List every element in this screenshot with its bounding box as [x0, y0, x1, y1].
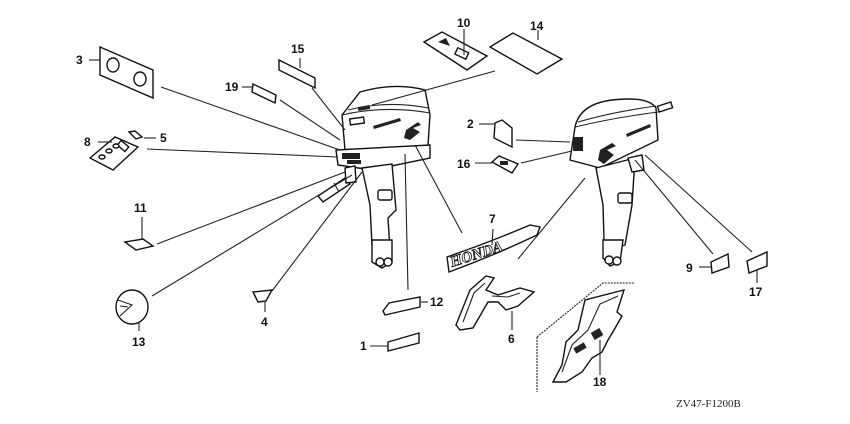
callout-5[interactable]: 5 [160, 131, 167, 145]
callout-labels: 3 15 19 8 5 10 14 11 13 4 12 1 2 16 7 6 … [76, 16, 763, 389]
part-18-decal[interactable] [551, 289, 626, 383]
part-8-decal[interactable] [88, 136, 140, 171]
callout-14[interactable]: 14 [530, 19, 544, 33]
part-16-decal[interactable] [490, 155, 520, 174]
outboard-motor-right [569, 98, 674, 267]
part-17-decal[interactable] [746, 250, 768, 274]
part-6-emblem[interactable] [455, 275, 536, 331]
part-14-decal[interactable] [488, 32, 564, 75]
part-13-ring[interactable] [115, 289, 149, 325]
callout-18[interactable]: 18 [593, 375, 607, 389]
callout-10[interactable]: 10 [457, 16, 471, 30]
callout-17[interactable]: 17 [749, 285, 763, 299]
part-4-decal[interactable] [251, 289, 274, 303]
diagram-code: ZV47-F1200B [676, 398, 741, 410]
callout-9[interactable]: 9 [686, 261, 693, 275]
part-11-decal[interactable] [123, 238, 155, 251]
callout-16[interactable]: 16 [457, 157, 471, 171]
honda-emblem-text: HONDA [447, 239, 504, 271]
part-15-decal[interactable] [278, 58, 316, 90]
callout-7[interactable]: 7 [489, 212, 496, 226]
callout-13[interactable]: 13 [132, 335, 146, 349]
callout-1[interactable]: 1 [360, 339, 367, 353]
part-10-decal[interactable] [422, 31, 489, 71]
part-19-decal[interactable] [251, 82, 277, 105]
callout-19[interactable]: 19 [225, 80, 239, 94]
callout-12[interactable]: 12 [430, 295, 444, 309]
callout-4[interactable]: 4 [261, 315, 268, 329]
outboard-motor-left [316, 85, 431, 269]
part-3-decal[interactable] [99, 45, 154, 100]
part-2-decal[interactable] [493, 119, 513, 149]
callout-11[interactable]: 11 [134, 201, 147, 215]
callout-6[interactable]: 6 [508, 332, 515, 346]
callout-8[interactable]: 8 [84, 135, 91, 149]
part-5-decal[interactable] [127, 130, 144, 140]
part-12-decal[interactable] [382, 296, 421, 316]
callout-15[interactable]: 15 [291, 42, 305, 56]
callout-3[interactable]: 3 [76, 53, 83, 67]
part-1-decal[interactable] [387, 332, 420, 352]
leader-lines [89, 29, 758, 392]
callout-2[interactable]: 2 [467, 117, 474, 131]
part-9-decal[interactable] [710, 252, 730, 274]
